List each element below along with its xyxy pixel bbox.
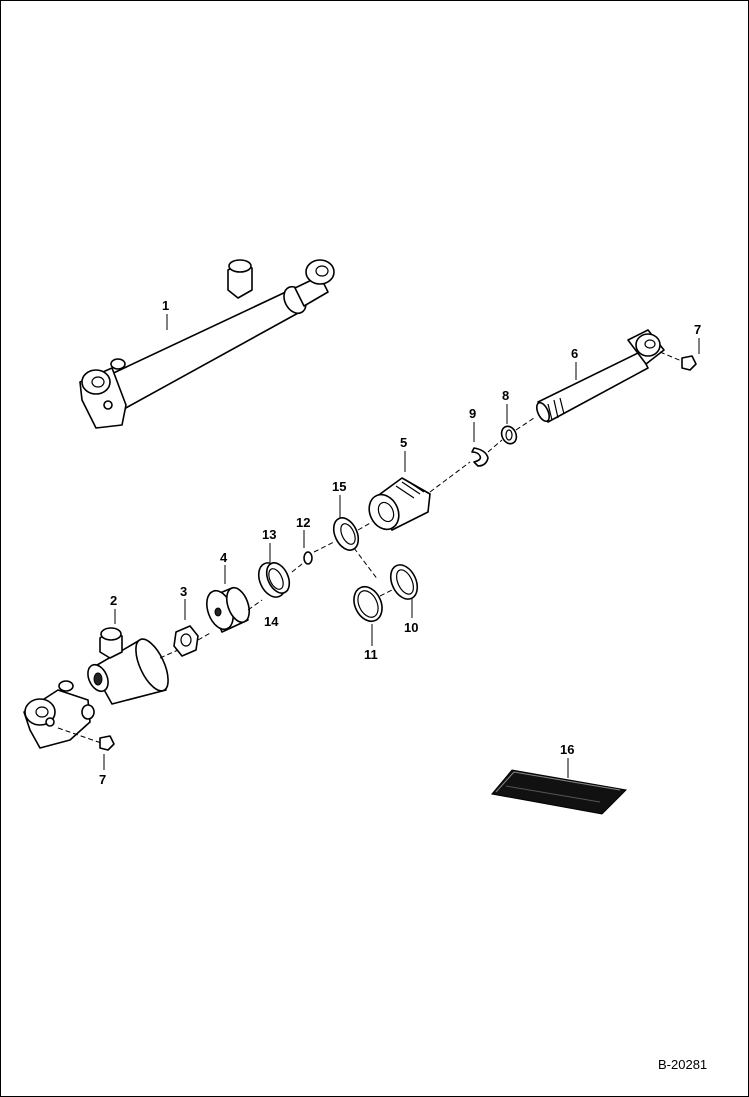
piston [197,586,251,641]
drawing-code: B-20281 [658,1057,707,1072]
snap-ring [429,447,489,493]
piston-seal [247,562,291,611]
callout-7-upper: 7 [694,322,701,337]
o-ring-11 [353,547,383,623]
callout-10: 10 [404,620,418,635]
callout-9: 9 [469,406,476,421]
barrel [23,627,169,749]
o-ring-small [291,551,313,573]
callout-5: 5 [400,435,407,450]
callout-6: 6 [571,346,578,361]
grease-fitting-upper [659,351,697,371]
callout-15: 15 [332,479,346,494]
callout-7-lower: 7 [99,772,106,787]
wiper-ring-10 [379,564,419,600]
gland [357,477,431,531]
leader-lines [103,314,700,778]
callout-13: 13 [262,527,276,542]
callout-3: 3 [180,584,187,599]
piston-rod [515,329,665,431]
callout-2: 2 [110,593,117,608]
callout-12: 12 [296,515,310,530]
o-ring-8 [487,425,518,453]
grease-fitting-lower [57,727,115,751]
callout-labels: 1 2 3 4 5 6 7 7 8 9 10 11 12 13 14 15 16 [99,298,701,787]
callout-1: 1 [162,298,169,313]
callout-8: 8 [502,388,509,403]
decal [491,769,628,815]
callout-11: 11 [364,647,378,662]
nut [159,625,199,659]
callout-16: 16 [560,742,574,757]
callout-14: 14 [264,614,279,629]
backup-ring [313,517,360,553]
assembled-cylinder [79,259,335,429]
callout-4: 4 [220,550,228,565]
